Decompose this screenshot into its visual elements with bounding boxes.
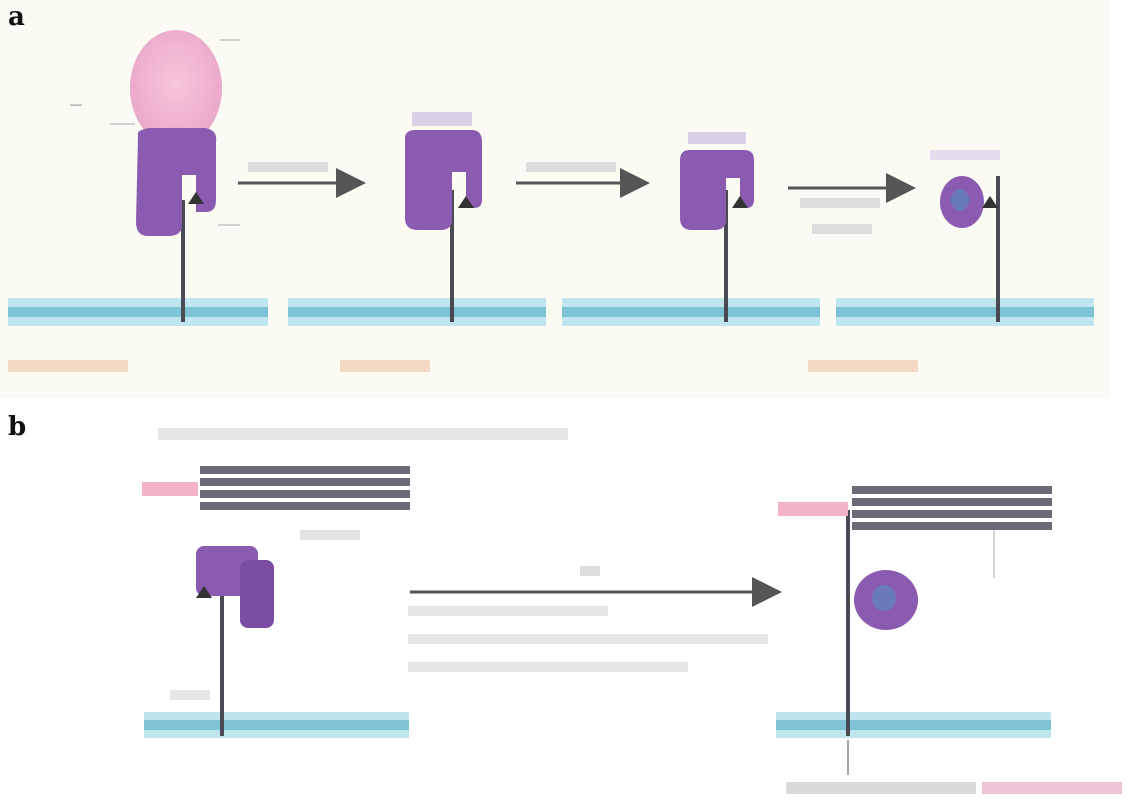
catalytic-domain-1 (136, 128, 217, 236)
panel-b-left-complex (142, 466, 410, 738)
membrane-1-core (8, 307, 268, 317)
membrane-4-core (836, 307, 1094, 317)
svg-text:—: — (70, 97, 82, 111)
model-1-blur (408, 606, 608, 616)
stage-label-blur-2 (340, 360, 430, 372)
arrow-1-label-blur (248, 162, 328, 172)
panel-a-label: a (8, 2, 25, 32)
panel-a-membranes (8, 298, 1094, 326)
stage-label-blur-3 (808, 360, 918, 372)
panel-b-label: b (8, 412, 27, 442)
model-3-blur (408, 662, 688, 672)
cleavage-marker-1 (188, 192, 204, 204)
catalytic-domain-2 (405, 130, 482, 230)
catalytic-domain-3 (680, 150, 754, 230)
protein-stage-4 (930, 150, 1000, 322)
model-2-blur (408, 634, 768, 644)
prodomain-ball (130, 30, 222, 146)
stage-label-blur-1 (8, 360, 128, 372)
membrane-2-core (288, 307, 546, 317)
caption-blur-right (982, 782, 1122, 794)
panel-b-title-blur (158, 428, 568, 440)
panel-b-right-complex (776, 486, 1052, 738)
protein-stage-1: — (70, 30, 240, 322)
pink-strand-right (778, 502, 848, 516)
caption-blur-left (786, 782, 976, 794)
membrane-3-core (562, 307, 820, 317)
protein-stage-2 (405, 112, 482, 322)
pink-strand-left (142, 482, 198, 496)
protein-stage-3 (680, 132, 754, 322)
